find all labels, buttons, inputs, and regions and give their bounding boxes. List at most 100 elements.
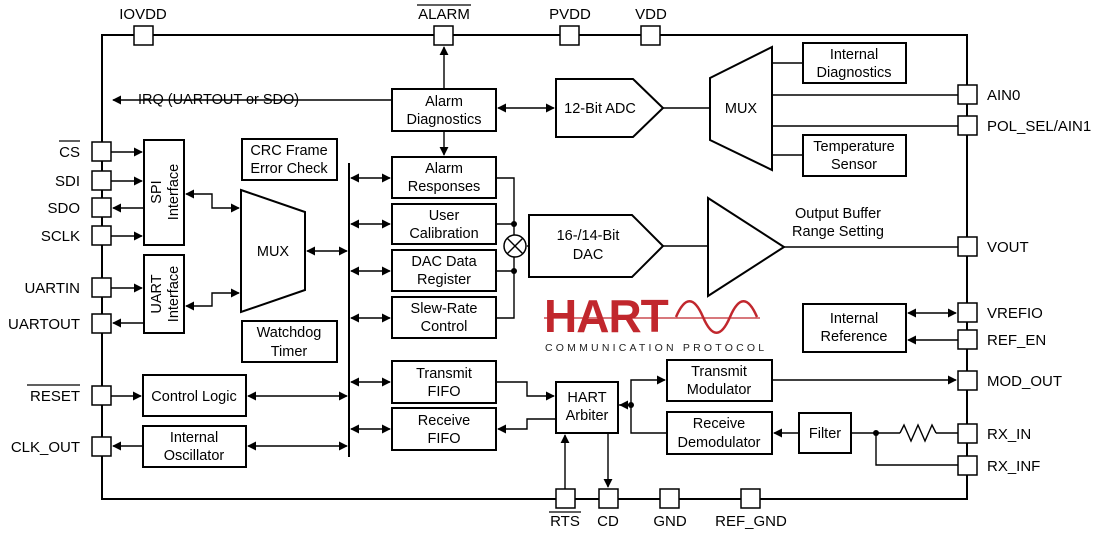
pin-rx-in: RX_IN <box>957 423 1031 444</box>
pin-ref-gnd-label: REF_GND <box>715 513 787 530</box>
pin-rts: RTS <box>549 488 581 530</box>
pin-ref-gnd: REF_GND <box>715 488 787 530</box>
alarm-responses-block: Alarm Responses <box>391 156 497 199</box>
pin-pol-sel-label: POL_SEL/AIN1 <box>987 118 1091 135</box>
pin-rts-label: RTS <box>550 513 580 530</box>
internal-diagnostics-line2: Diagnostics <box>817 65 892 81</box>
internal-reference-line1: Internal <box>830 311 878 327</box>
dac-data-line2: Register <box>417 272 471 288</box>
dac-line1: 16-/14-Bit <box>557 228 620 244</box>
spi-interface-block: SPI Interface <box>143 139 185 246</box>
pin-ref-en-label: REF_EN <box>987 332 1046 349</box>
hart-logo: HART COMMUNICATION PROTOCOL <box>544 290 767 354</box>
dac-line2: DAC <box>573 247 604 263</box>
alarm-diagnostics-line1: Alarm <box>425 94 463 110</box>
pin-cd-label: CD <box>597 513 619 530</box>
receive-demodulator-line2: Demodulator <box>677 435 760 451</box>
slew-rate-line1: Slew-Rate <box>411 301 478 317</box>
transmit-modulator-line2: Modulator <box>687 382 752 398</box>
pin-vdd-label: VDD <box>635 6 667 23</box>
pin-mod-out-label: MOD_OUT <box>987 373 1062 390</box>
uart-line2: Interface <box>166 266 182 322</box>
spi-line1: SPI <box>149 180 165 203</box>
pin-vdd: VDD <box>635 6 667 46</box>
user-calibration-line2: Calibration <box>409 226 478 242</box>
pin-ain0: AIN0 <box>957 84 1020 105</box>
transmit-fifo-line2: FIFO <box>427 384 460 400</box>
mux-top: MUX <box>709 45 773 172</box>
pin-sclk: SCLK <box>41 225 112 246</box>
hart-arbiter-line1: HART <box>567 390 606 406</box>
alarm-responses-line2: Responses <box>408 179 481 195</box>
pin-mod-out: MOD_OUT <box>957 370 1062 391</box>
receive-demodulator-block: Receive Demodulator <box>666 411 773 455</box>
transmit-fifo-block: Transmit FIFO <box>391 360 497 404</box>
internal-reference-line2: Reference <box>821 329 888 345</box>
transmit-modulator-line1: Transmit <box>691 364 747 380</box>
mux-top-label: MUX <box>725 101 758 117</box>
pin-uartin: UARTIN <box>24 277 112 298</box>
receive-fifo-line1: Receive <box>418 413 470 429</box>
temperature-sensor-block: Temperature Sensor <box>802 134 907 177</box>
temperature-sensor-line1: Temperature <box>813 139 894 155</box>
internal-oscillator-line2: Oscillator <box>164 448 225 464</box>
signal-lines <box>111 46 958 489</box>
alarm-diagnostics-line2: Diagnostics <box>407 112 482 128</box>
hart-logo-word: HART <box>544 290 669 342</box>
pin-sdo: SDO <box>47 197 112 218</box>
dac-data-line1: DAC Data <box>411 254 477 270</box>
slew-rate-control-block: Slew-Rate Control <box>391 296 497 339</box>
pin-vout-label: VOUT <box>987 239 1029 256</box>
receive-demodulator-line1: Receive <box>693 416 745 432</box>
pin-clk-out-label: CLK_OUT <box>11 439 80 456</box>
adc-block: 12-Bit ADC <box>555 78 665 138</box>
watchdog-line1: Watchdog <box>257 325 322 341</box>
summing-node <box>503 234 527 258</box>
crc-block: CRC Frame Error Check <box>241 138 338 181</box>
pin-gnd-label: GND <box>653 513 687 530</box>
hart-logo-tagline: COMMUNICATION PROTOCOL <box>545 342 767 354</box>
receive-fifo-line2: FIFO <box>427 431 460 447</box>
adc-label: 12-Bit ADC <box>564 101 636 117</box>
dac-data-register-block: DAC Data Register <box>391 249 497 292</box>
pin-sdo-label: SDO <box>47 200 80 217</box>
watchdog-timer-block: Watchdog Timer <box>241 320 338 363</box>
pin-ain0-label: AIN0 <box>987 87 1020 104</box>
pin-cs: CS <box>59 140 112 162</box>
internal-oscillator-line1: Internal <box>170 430 218 446</box>
pin-pol-sel: POL_SEL/AIN1 <box>957 115 1091 136</box>
pin-clk-out: CLK_OUT <box>11 436 112 457</box>
output-buffer-line2: Range Setting <box>792 224 884 240</box>
junction-dot <box>511 221 517 227</box>
alarm-responses-line1: Alarm <box>425 161 463 177</box>
pin-rx-inf: RX_INF <box>957 455 1040 476</box>
pin-reset-label: RESET <box>30 388 80 405</box>
internal-diagnostics-line1: Internal <box>830 47 878 63</box>
pin-uartin-label: UARTIN <box>24 280 80 297</box>
slew-rate-line2: Control <box>421 319 468 335</box>
pin-sclk-label: SCLK <box>41 228 80 245</box>
user-calibration-block: User Calibration <box>391 203 497 245</box>
uart-interface-block: UART Interface <box>143 254 185 334</box>
junction-dot <box>628 402 634 408</box>
pin-reset: RESET <box>27 384 112 406</box>
mux-left: MUX <box>240 188 306 314</box>
user-calibration-line1: User <box>429 208 460 224</box>
transmit-fifo-line1: Transmit <box>416 366 472 382</box>
crc-line1: CRC Frame <box>250 143 327 159</box>
pin-sdi: SDI <box>55 170 112 191</box>
pin-sdi-label: SDI <box>55 173 80 190</box>
internal-reference-block: Internal Reference <box>802 303 907 353</box>
pin-alarm-label: ALARM <box>418 6 470 23</box>
dac-block: 16-/14-Bit DAC <box>528 214 665 278</box>
filter-label: Filter <box>809 426 841 442</box>
alarm-diagnostics-block: Alarm Diagnostics <box>391 88 497 132</box>
pin-vrefio: VREFIO <box>957 302 1043 323</box>
transmit-modulator-block: Transmit Modulator <box>666 359 773 402</box>
junction-dot <box>873 430 879 436</box>
pin-cs-label: CS <box>59 144 80 161</box>
pin-uartout: UARTOUT <box>8 313 112 334</box>
pin-iovdd: IOVDD <box>119 6 167 46</box>
hart-logo-wave <box>674 300 759 334</box>
mux-left-label: MUX <box>257 244 290 260</box>
